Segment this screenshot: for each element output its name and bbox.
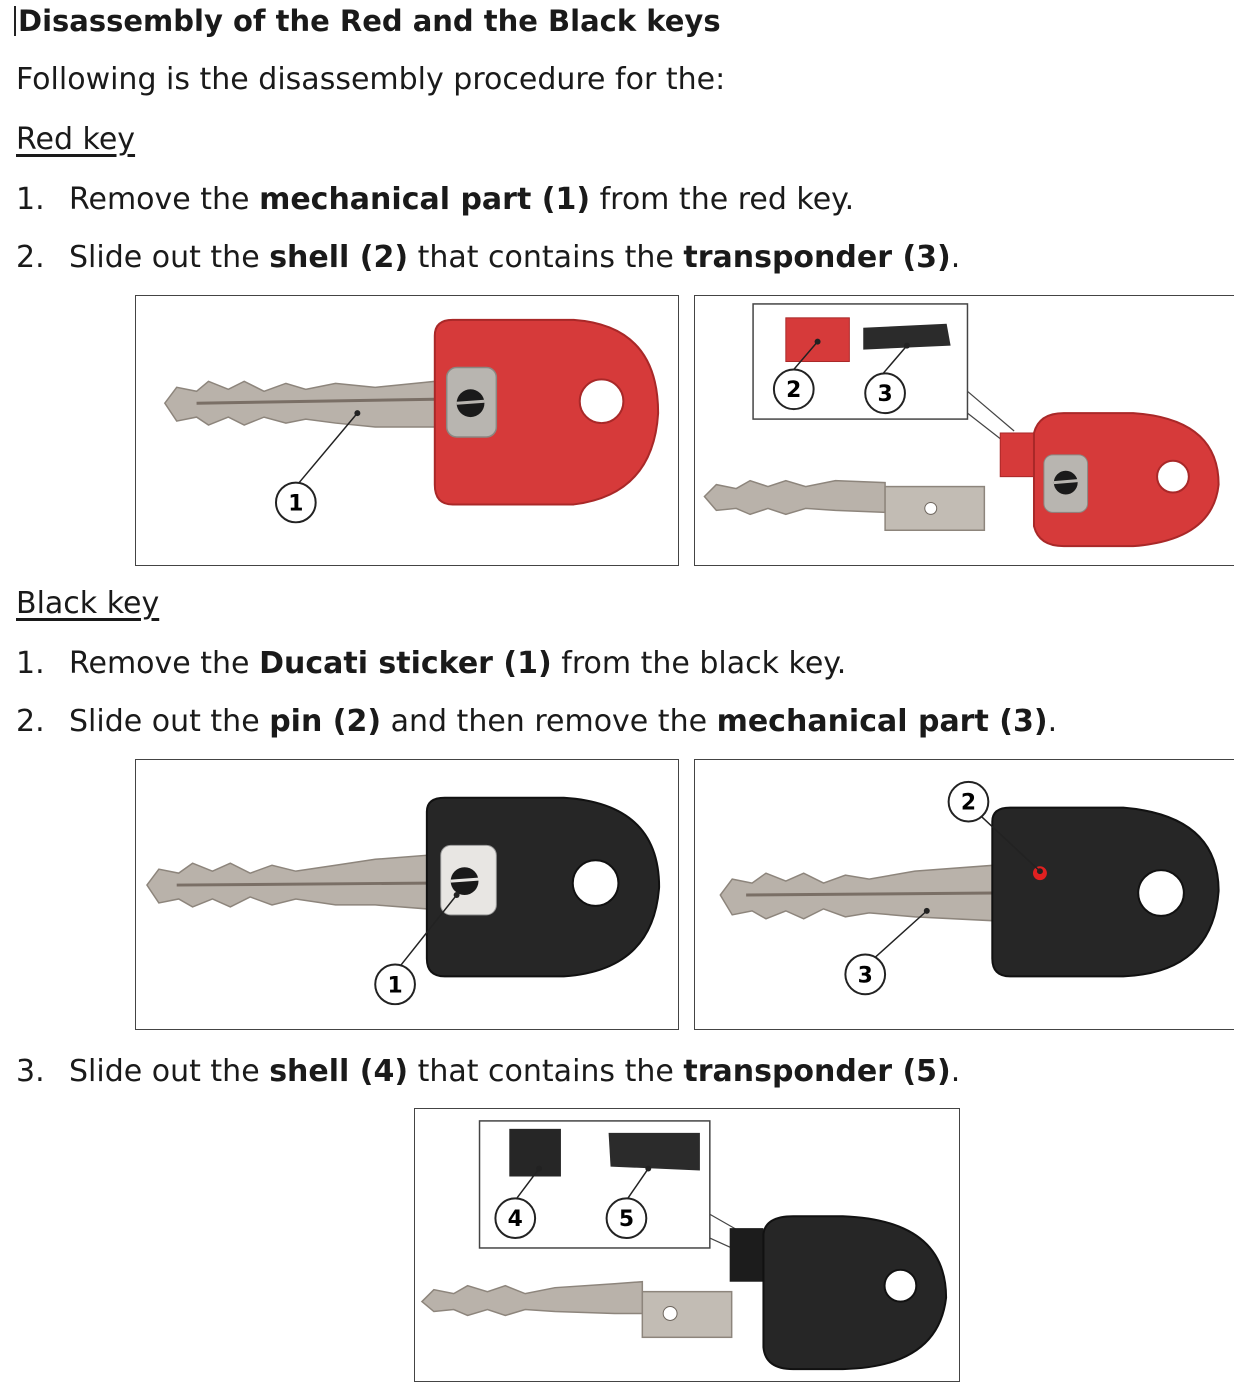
black-key-head <box>991 806 1220 978</box>
key-blade <box>163 377 445 431</box>
red-key-assembled-illustration: 1 <box>163 318 660 524</box>
svg-text:1: 1 <box>288 491 303 516</box>
red-key-disassembled-figure: 2 3 <box>694 295 1234 566</box>
text-cursor <box>14 6 16 36</box>
black-key-head <box>425 796 661 978</box>
key-blade <box>703 479 986 532</box>
callout-1: 1 <box>274 481 317 524</box>
red-key-head <box>999 412 1220 548</box>
black-step-2: 2. Slide out the pin (2) and then remove… <box>16 704 1058 739</box>
red-key-head <box>433 318 660 506</box>
transponder-part <box>608 1132 700 1171</box>
svg-text:2: 2 <box>961 791 976 816</box>
key-blade <box>146 854 428 910</box>
callout-3: 3 <box>864 372 906 415</box>
svg-text:5: 5 <box>619 1207 634 1232</box>
red-step-2: 2. Slide out the shell (2) that contains… <box>16 240 961 275</box>
transponder-part <box>863 323 951 350</box>
callout-1: 1 <box>374 963 416 1006</box>
red-key-disassembled-illustration: 2 3 <box>703 303 1220 548</box>
black-key-pin-illustration: 2 3 <box>719 780 1220 996</box>
svg-text:2: 2 <box>786 378 801 403</box>
page-title: Disassembly of the Red and the Black key… <box>14 4 721 38</box>
key-blade <box>420 1280 733 1339</box>
black-key-head <box>729 1215 948 1371</box>
red-key-assembled-figure: 1 <box>135 295 679 566</box>
black-step-3: 3. Slide out the shell (4) that contains… <box>16 1054 961 1089</box>
key-blade <box>719 864 996 922</box>
black-step-1: 1. Remove the Ducati sticker (1) from th… <box>16 646 847 681</box>
callout-2: 2 <box>947 780 990 823</box>
black-key-assembled-figure: 1 <box>135 759 679 1030</box>
callout-4: 4 <box>494 1197 537 1240</box>
red-step-1: 1. Remove the mechanical part (1) from t… <box>16 182 855 217</box>
svg-text:3: 3 <box>877 382 892 407</box>
intro-text: Following is the disassembly procedure f… <box>16 62 726 97</box>
svg-text:4: 4 <box>508 1207 523 1232</box>
svg-text:1: 1 <box>387 973 402 998</box>
black-key-assembled-illustration: 1 <box>146 796 661 1006</box>
black-key-pin-figure: 2 3 <box>694 759 1234 1030</box>
black-key-heading: Black key <box>16 586 160 621</box>
black-key-disassembled-illustration: 4 5 <box>420 1120 948 1371</box>
svg-text:3: 3 <box>858 963 873 988</box>
red-key-heading: Red key <box>16 122 136 157</box>
callout-5: 5 <box>605 1197 648 1240</box>
callout-2: 2 <box>772 368 815 411</box>
black-shell-part <box>509 1128 561 1177</box>
black-key-disassembled-figure: 4 5 <box>414 1108 960 1382</box>
callout-3: 3 <box>844 953 887 996</box>
